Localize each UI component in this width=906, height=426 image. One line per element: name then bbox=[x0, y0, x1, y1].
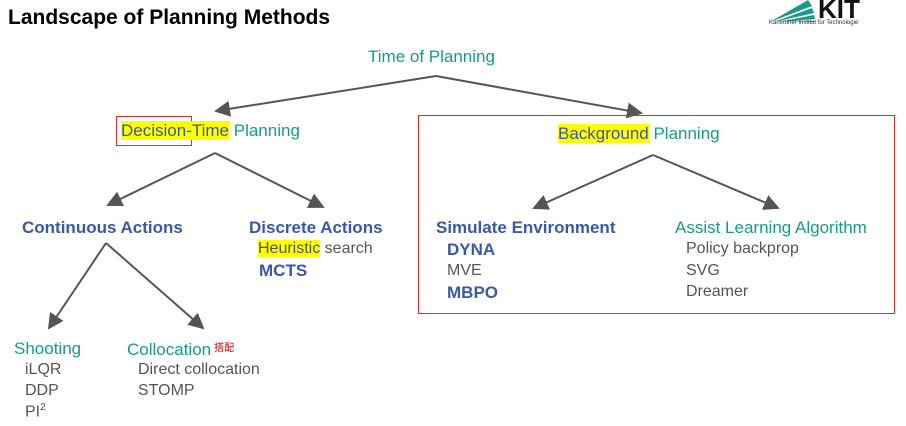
decision-time-node: Decision-Time Planning bbox=[121, 121, 300, 141]
pi-superscript: 2 bbox=[40, 402, 46, 413]
shooting-node: Shooting bbox=[14, 339, 82, 358]
assist-item: Dreamer bbox=[686, 283, 749, 300]
collocation-label: Collocation bbox=[127, 340, 212, 359]
edge-background-simulate bbox=[532, 154, 654, 210]
background-node: Background Planning bbox=[558, 124, 720, 144]
heuristic-search: Heuristic search bbox=[258, 240, 373, 258]
background-rest: Planning bbox=[648, 124, 720, 143]
kit-logo: KIT bbox=[770, 0, 860, 24]
collocation-item: Direct collocation bbox=[138, 361, 260, 378]
decision-time-rest: Planning bbox=[229, 121, 300, 140]
mve-item: MVE bbox=[447, 262, 482, 279]
page-title: Landscape of Planning Methods bbox=[8, 6, 331, 29]
decision-time-highlight: Decision-Time bbox=[121, 121, 230, 140]
shooting-item: DDP bbox=[25, 382, 59, 399]
heuristic-rest: search bbox=[320, 240, 373, 257]
heuristic-highlight: Heuristic bbox=[258, 240, 321, 257]
edge-continuous-collocation bbox=[105, 242, 205, 330]
mbpo-item: MBPO bbox=[447, 283, 498, 302]
background-highlight: Background bbox=[558, 124, 649, 143]
edge-background-assist bbox=[652, 154, 780, 210]
background-planning-box bbox=[418, 115, 895, 314]
simulate-environment-node: Simulate Environment bbox=[436, 218, 616, 237]
assist-learning-node: Assist Learning Algorithm bbox=[675, 218, 867, 237]
root-node: Time of Planning bbox=[368, 47, 495, 66]
edge-decision-continuous bbox=[106, 152, 216, 207]
pi-text: PI bbox=[25, 403, 41, 421]
collocation-note: 搭配 bbox=[214, 343, 235, 354]
shooting-item: iLQR bbox=[25, 361, 62, 378]
mcts-item: MCTS bbox=[259, 261, 308, 280]
collocation-item: STOMP bbox=[138, 382, 195, 399]
shooting-item-pi: PI2 bbox=[25, 402, 46, 421]
continuous-actions-node: Continuous Actions bbox=[22, 218, 183, 237]
discrete-actions-node: Discrete Actions bbox=[249, 218, 383, 237]
logo-caption: Karlsruher Institut für Technologie bbox=[769, 20, 859, 26]
dyna-item: DYNA bbox=[447, 240, 496, 259]
assist-item: Policy backprop bbox=[686, 240, 799, 257]
logo-letters: KIT bbox=[818, 0, 860, 24]
edge-root-decision bbox=[214, 75, 437, 117]
edge-decision-discrete bbox=[214, 152, 325, 208]
edge-root-background bbox=[435, 75, 643, 119]
assist-item: SVG bbox=[686, 262, 720, 279]
edge-continuous-shooting bbox=[47, 242, 107, 330]
